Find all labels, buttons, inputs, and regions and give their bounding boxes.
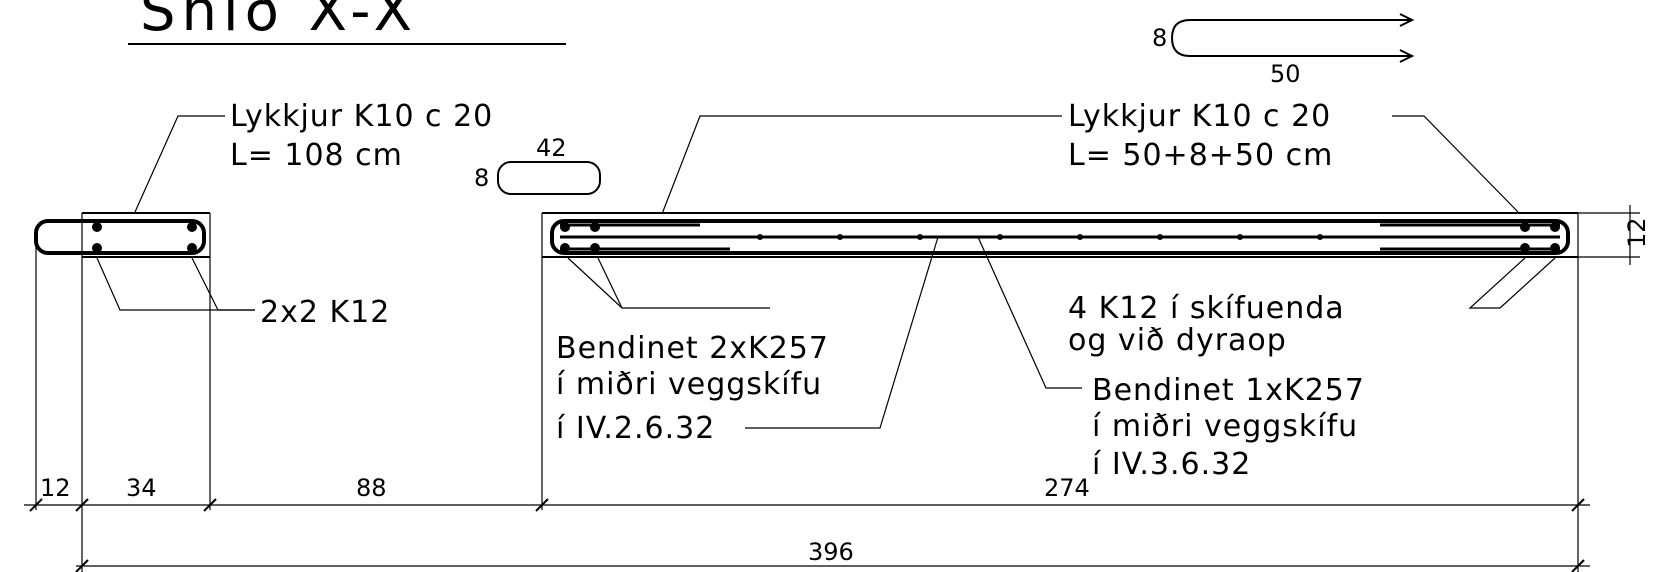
small-stirrup-length: 42 (536, 134, 567, 162)
open-stirrup-shape (1170, 19, 1410, 57)
mesh-dot (837, 234, 843, 240)
stirrup-long (550, 219, 1570, 255)
dim-total: 396 (808, 538, 854, 566)
dimension-chain-total: 396 (75, 538, 1590, 572)
dim-tick (75, 559, 89, 572)
dim-tick (1571, 498, 1585, 512)
dim-thickness: 12 (1623, 217, 1651, 248)
dim-tick (29, 498, 43, 512)
small-stirrup-symbol: 42 8 (474, 134, 601, 195)
dim-tick (75, 498, 89, 512)
bar-end-1 (560, 222, 570, 232)
drawing-title: Snið X-X (140, 0, 418, 44)
dim-d4: 274 (1044, 474, 1090, 502)
mesh-dot (997, 234, 1003, 240)
small-stirrup-shape (497, 161, 601, 195)
leader-bars-left-a (96, 257, 255, 311)
leader-stirrup-right-a (661, 115, 1062, 215)
bar-left-2 (92, 243, 102, 253)
dim-tick (1571, 559, 1585, 572)
leader-bars-left-b (191, 257, 255, 311)
small-stirrup-height: 8 (474, 164, 489, 192)
open-stirrup-height: 8 (1152, 24, 1167, 52)
label-bars-left: 2x2 K12 (260, 295, 390, 330)
label-mesh2-2: í miðri veggskífu (556, 367, 822, 402)
label-stirrup-left-2: L= 108 cm (230, 138, 403, 173)
bar-end-2 (560, 243, 570, 253)
leader-stirrup-left (134, 115, 225, 213)
wall-right-section (542, 212, 1578, 258)
label-mesh2-1: Bendinet 2xK257 (556, 331, 829, 366)
bar-left-3 (187, 222, 197, 232)
dim-d3: 88 (356, 474, 387, 502)
leader-mesh2-a (567, 257, 770, 309)
label-stirrup-right-1: Lykkjur K10 c 20 (1068, 99, 1331, 134)
mesh-dot (1317, 234, 1323, 240)
leader-mesh2-c (745, 236, 939, 429)
mesh-dot (757, 234, 763, 240)
label-bars-end-1: 4 K12 í skífuenda (1068, 291, 1345, 326)
label-bars-end-2: og við dyraop (1068, 323, 1287, 358)
leader-mesh1 (977, 236, 1082, 389)
dim-d1: 12 (40, 474, 71, 502)
mesh-dot (1157, 234, 1163, 240)
label-mesh1-2: í miðri veggskífu (1092, 409, 1358, 444)
dim-tick (203, 498, 217, 512)
bar-end-6 (1520, 243, 1530, 253)
leader-bars-end-b (1499, 257, 1556, 309)
bar-left-1 (92, 222, 102, 232)
dim-d2: 34 (126, 474, 157, 502)
dimension-chain-1: 12 34 88 274 (24, 474, 1590, 512)
label-stirrup-left-1: Lykkjur K10 c 20 (230, 99, 493, 134)
mesh-dot (917, 234, 923, 240)
wall-left-section (34, 212, 210, 258)
leader-bars-end-a (1468, 257, 1526, 309)
bar-end-4 (590, 243, 600, 253)
bar-end-5 (1520, 222, 1530, 232)
bar-end-7 (1550, 222, 1560, 232)
bar-left-4 (187, 243, 197, 253)
open-stirrup-tip-top (1399, 13, 1415, 27)
label-mesh2-3: í IV.2.6.32 (556, 411, 715, 446)
open-stirrup-length: 50 (1270, 60, 1301, 88)
label-mesh1-1: Bendinet 1xK257 (1092, 373, 1365, 408)
stirrup-left (34, 219, 206, 255)
leader-stirrup-right-b (1392, 115, 1521, 215)
mesh-dot (1077, 234, 1083, 240)
open-stirrup-symbol: 8 50 (1152, 13, 1415, 88)
label-stirrup-right-2: L= 50+8+50 cm (1068, 138, 1333, 173)
label-mesh1-3: í IV.3.6.32 (1092, 447, 1251, 482)
bar-end-3 (590, 222, 600, 232)
bar-end-8 (1550, 243, 1560, 253)
leader-mesh2-b (597, 257, 623, 309)
mesh-dot (1237, 234, 1243, 240)
dim-tick (535, 498, 549, 512)
open-stirrup-tip-bottom (1399, 49, 1415, 63)
